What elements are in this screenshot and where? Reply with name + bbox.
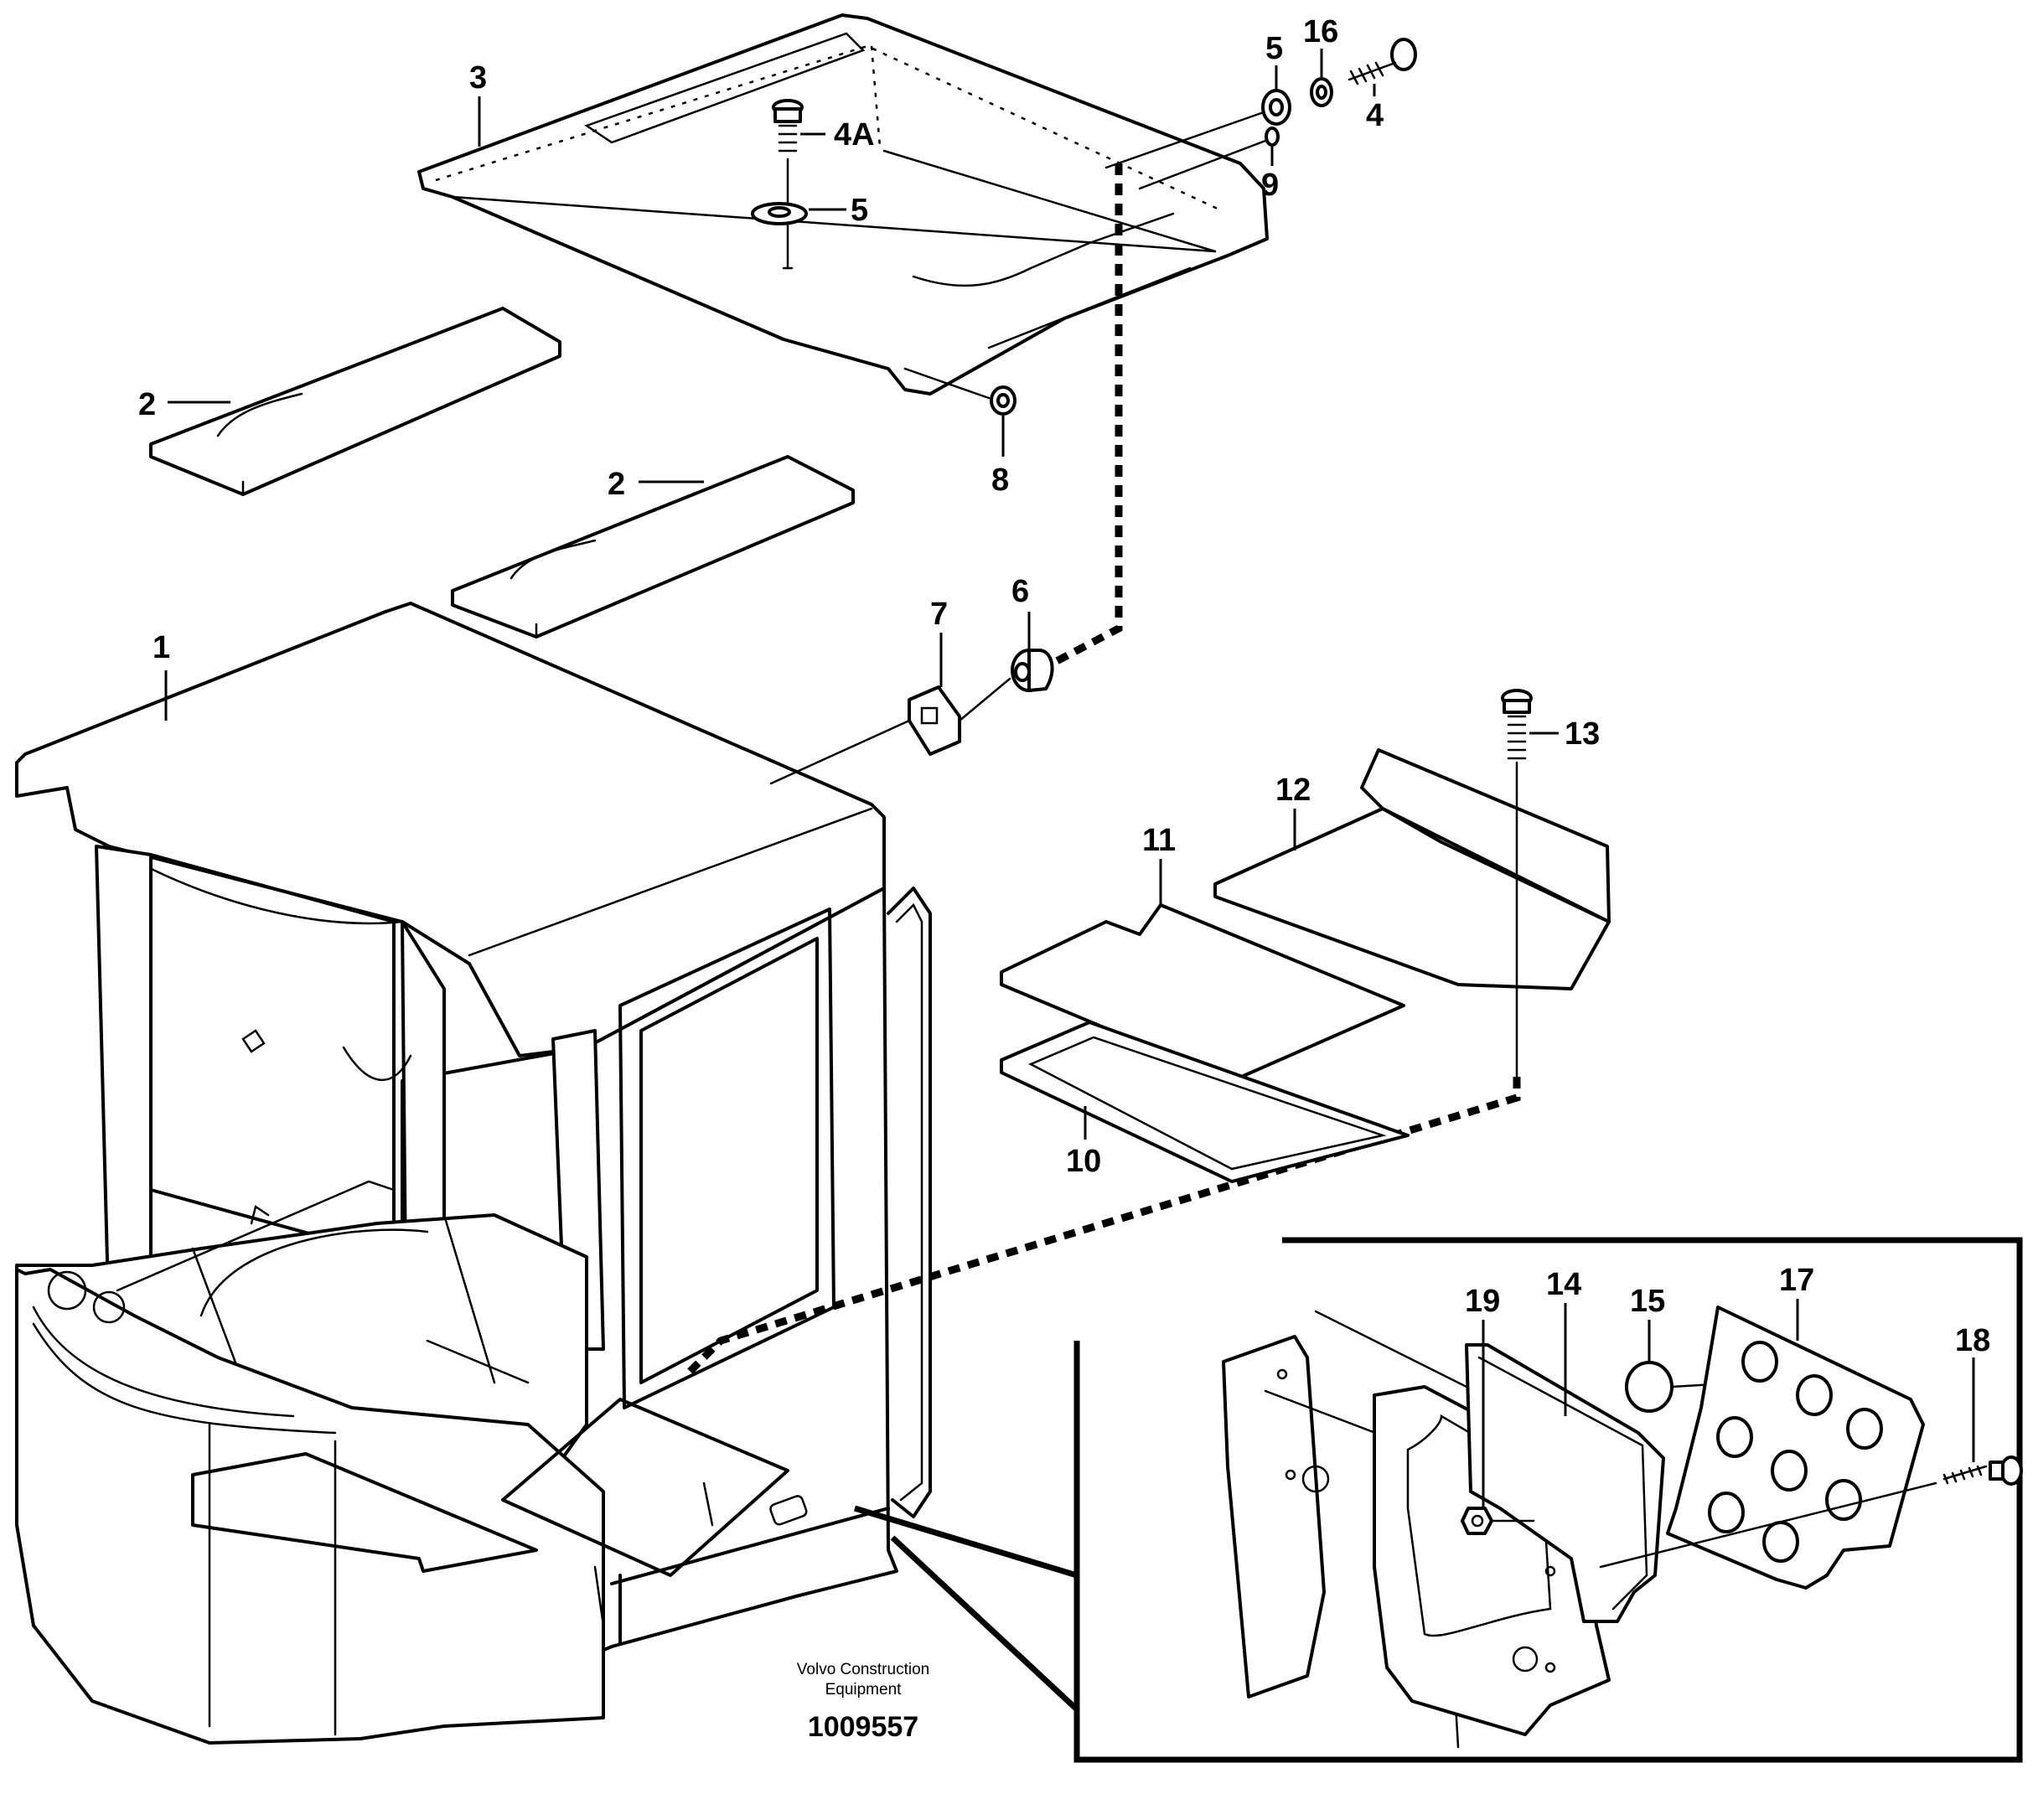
label-16: 16	[1303, 14, 1338, 49]
bolt-13	[1501, 689, 1533, 1078]
document-number: 1009557	[808, 1711, 918, 1743]
bolt-4	[1348, 38, 1417, 85]
label-13: 13	[1565, 716, 1600, 752]
label-4a: 4A	[834, 117, 875, 153]
label-2-upper: 2	[138, 387, 156, 422]
label-12: 12	[1275, 773, 1311, 808]
label-6: 6	[1011, 574, 1029, 609]
bracket-7	[908, 685, 961, 756]
washer-5-right	[1261, 89, 1291, 126]
insulation-mat-lower	[451, 455, 855, 639]
floor-plate-11	[1000, 903, 1405, 1083]
label-9: 9	[1261, 168, 1279, 203]
label-14: 14	[1546, 1267, 1581, 1302]
brand-line-1: Volvo Construction	[797, 1661, 929, 1678]
assembly-line-roof	[1037, 163, 1123, 674]
axis-line-nut-8	[903, 367, 991, 400]
label-5-center: 5	[851, 193, 868, 228]
label-15: 15	[1630, 1284, 1665, 1319]
assembly-line-floor	[684, 1077, 1521, 1378]
nut-8	[990, 385, 1016, 416]
label-7: 7	[930, 597, 948, 632]
screw-4a	[772, 99, 804, 270]
nut-19	[1461, 1507, 1535, 1535]
screw-18	[1599, 1455, 2023, 1569]
washer-16	[1310, 77, 1333, 107]
axis-line-bracket	[769, 719, 911, 785]
label-4: 4	[1366, 98, 1384, 133]
label-2-lower: 2	[608, 467, 625, 502]
label-10: 10	[1066, 1144, 1101, 1179]
label-11: 11	[1142, 823, 1176, 858]
axis-line-nut-9	[1138, 139, 1267, 190]
label-8: 8	[991, 463, 1009, 498]
detail-callout-lower	[890, 1535, 1079, 1712]
nut-9	[1265, 127, 1280, 147]
insulation-mat-upper	[149, 307, 561, 496]
spacer-6	[1011, 649, 1054, 692]
label-5-right: 5	[1265, 31, 1283, 66]
washer-5-center	[751, 202, 808, 225]
label-18: 18	[1955, 1323, 1990, 1358]
floor-plate-12	[1213, 748, 1611, 990]
brand-line-2: Equipment	[825, 1681, 903, 1698]
roof-panel	[417, 13, 1269, 396]
label-19: 19	[1465, 1284, 1500, 1319]
axis-line-bolt-4	[1104, 111, 1263, 169]
detail-callout-upper	[853, 1341, 1080, 1580]
gasket-14	[1465, 1343, 1665, 1623]
label-17: 17	[1779, 1263, 1814, 1298]
plate-17	[1666, 1306, 1925, 1590]
floor-frame-10	[1000, 1021, 1410, 1183]
label-3: 3	[469, 60, 487, 96]
axis-line-spacer	[958, 677, 1011, 722]
cab-body	[15, 602, 932, 1745]
plug-15	[1625, 1361, 1673, 1413]
label-1: 1	[153, 630, 170, 665]
